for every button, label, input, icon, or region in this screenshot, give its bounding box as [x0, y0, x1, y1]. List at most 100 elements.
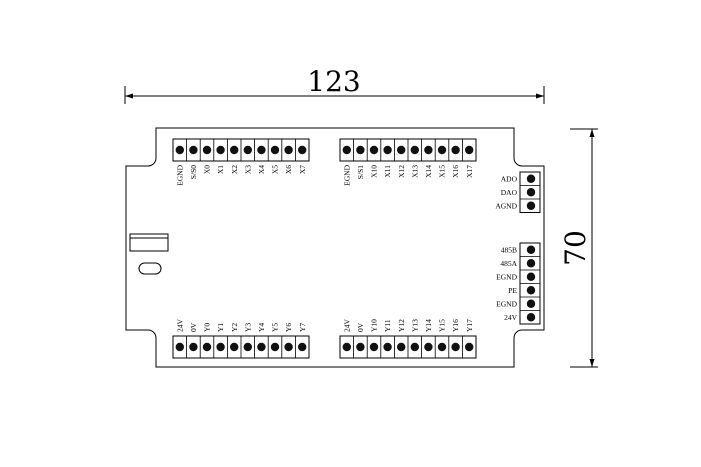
pin-label: Y0: [203, 323, 212, 332]
slot-hole: [138, 262, 162, 275]
pin-label: Y13: [410, 319, 419, 332]
pin-label: AGND: [495, 201, 517, 210]
pin: [410, 145, 419, 155]
pin: [356, 145, 365, 155]
pin: [243, 342, 252, 352]
pin-label: Y16: [451, 319, 460, 332]
pin: [397, 342, 406, 352]
pin-label: Y11: [383, 319, 392, 332]
pin-label: 485B: [501, 245, 517, 254]
pin: [397, 145, 406, 155]
pin: [526, 188, 536, 197]
pin: [243, 145, 252, 155]
pin: [424, 145, 433, 155]
pin-label: Y15: [438, 319, 447, 332]
pin: [202, 342, 212, 352]
pin-label: Y17: [465, 319, 474, 332]
pin: [298, 145, 307, 155]
pin: [369, 342, 379, 352]
pin-label: EGND: [496, 299, 517, 308]
pin: [270, 145, 280, 155]
pin-label: X0: [203, 165, 212, 174]
connector-bottom-right: 24V 0V Y10 Y11 Y12 Y13 Y14 Y15 Y16 Y17: [339, 319, 477, 359]
pin-label: S/S1: [356, 165, 365, 179]
pin-label: 24V: [504, 313, 518, 322]
pin-label: 0V: [356, 322, 365, 332]
width-dimension: [124, 86, 545, 104]
connector-top-left: EGND S/S0 X0 X1 X2 X3 X4 X5 X6 X7: [172, 138, 310, 186]
pin: [451, 145, 460, 155]
pin: [257, 342, 266, 352]
pin-label: 24V: [342, 319, 351, 333]
pin-label: 0V: [189, 322, 198, 332]
pin: [257, 145, 266, 155]
pin-label: DAO: [501, 188, 518, 197]
pin-label: X6: [284, 165, 293, 174]
pin-label: X16: [451, 165, 460, 178]
pin-label: X7: [298, 165, 307, 174]
pin-label: X1: [216, 165, 225, 174]
pin: [270, 342, 280, 352]
pin: [369, 145, 379, 155]
pin-label: X15: [438, 165, 447, 178]
pin: [526, 259, 536, 268]
pin-label: Y3: [243, 323, 252, 332]
pin: [526, 299, 536, 308]
pin-label: X12: [397, 165, 406, 178]
terminal-block: [519, 171, 541, 213]
pin: [175, 145, 184, 155]
pin-label: X3: [243, 165, 252, 174]
pin-label: EGND: [496, 272, 517, 281]
pin: [465, 145, 474, 155]
pin-label: ADO: [501, 174, 518, 183]
pin: [437, 342, 447, 352]
pin: [451, 342, 460, 352]
pin: [410, 342, 419, 352]
pin-label: Y12: [397, 319, 406, 332]
pin-label: X2: [230, 165, 239, 174]
height-dimension-label: 70: [559, 230, 592, 266]
pin-label: Y2: [230, 323, 239, 332]
pin: [383, 145, 392, 155]
pin: [216, 145, 225, 155]
pin-label: Y6: [284, 323, 293, 332]
pin: [189, 145, 198, 155]
pin-label: X11: [383, 165, 392, 178]
pin-label: PE: [508, 286, 517, 295]
pin: [342, 145, 351, 155]
pin: [202, 145, 212, 155]
height-dimension: [570, 128, 598, 368]
pin: [424, 342, 433, 352]
pin: [298, 342, 307, 352]
pin-label: Y10: [370, 319, 379, 332]
pin-label: Y1: [216, 323, 225, 332]
pin-label: S/S0: [189, 165, 198, 179]
pin: [342, 342, 351, 352]
pin-label: 24V: [175, 319, 184, 333]
pin-label: Y5: [271, 323, 280, 332]
pin: [526, 286, 536, 295]
pin-label: X4: [257, 165, 266, 174]
board-outline: [125, 127, 545, 368]
pin: [175, 342, 184, 352]
pin-label: EGND: [175, 164, 184, 185]
pin-label: X5: [271, 165, 280, 174]
pin: [383, 342, 392, 352]
pin: [356, 342, 365, 352]
pin: [230, 145, 239, 155]
pin: [216, 342, 225, 352]
pin-label: X17: [465, 165, 474, 178]
pin: [465, 342, 474, 352]
pin-label: EGND: [342, 164, 351, 185]
connector-side-analog: ADO DAO AGND: [495, 171, 541, 213]
pin-label: Y14: [424, 319, 433, 332]
pin: [526, 245, 536, 254]
pin: [437, 145, 447, 155]
pin: [526, 313, 536, 322]
pin: [284, 145, 293, 155]
pin: [526, 272, 536, 281]
